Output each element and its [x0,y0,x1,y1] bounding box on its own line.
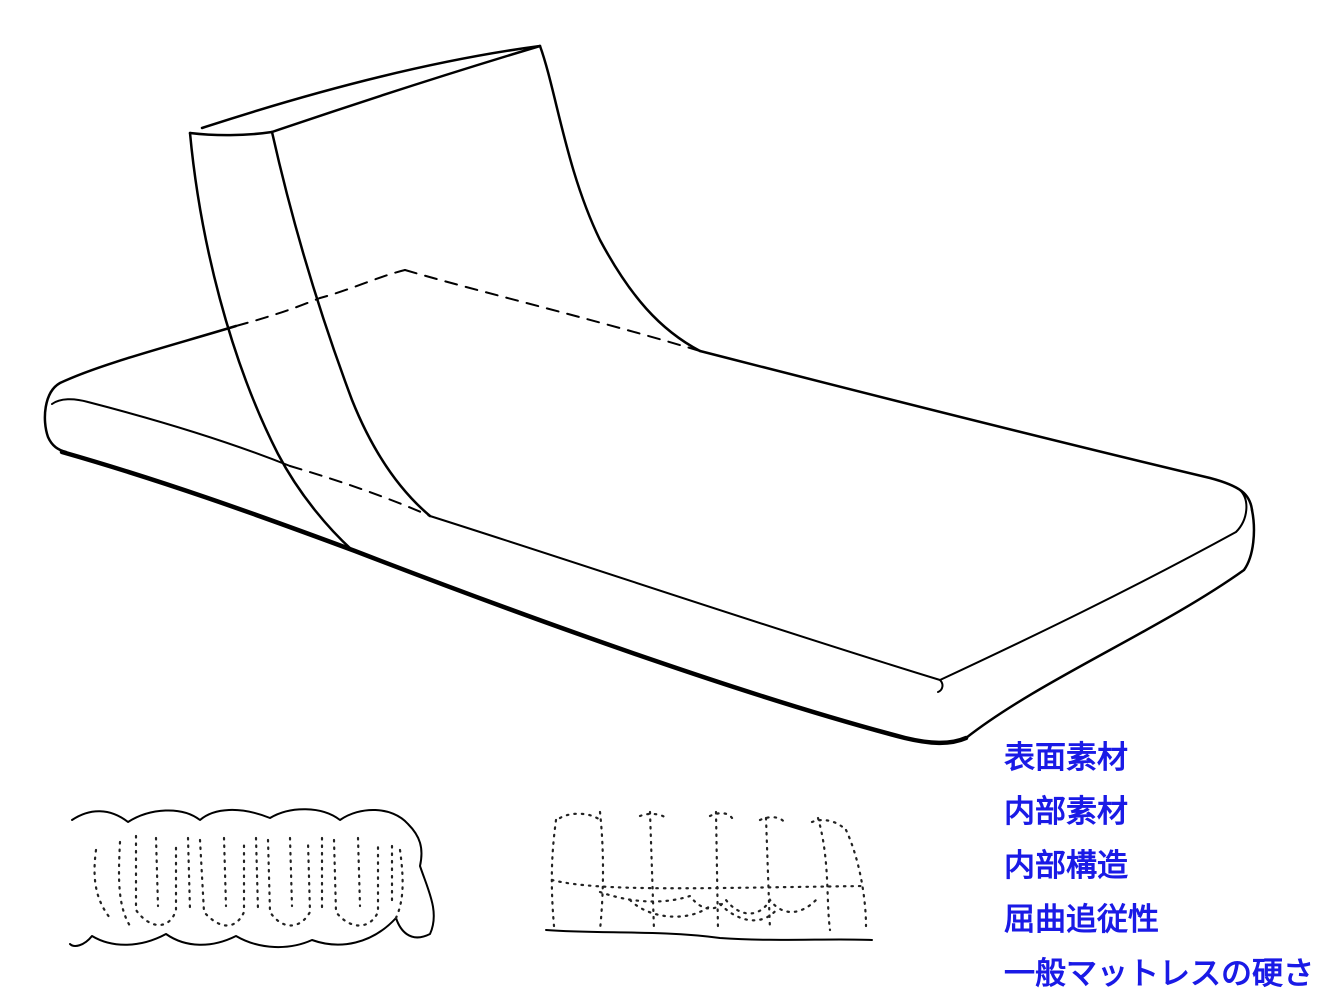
label-bending-conformity: 屈曲追従性 [1004,902,1159,938]
cross-section-block [545,810,873,941]
feature-label-list: 表面素材 内部素材 内部構造 屈曲追従性 一般マットレスの硬さ [1004,736,1334,1006]
cross-section-folded [69,808,435,948]
label-internal-material: 内部素材 [1004,794,1128,830]
mattress-backrest [188,44,702,552]
label-internal-structure: 内部構造 [1004,848,1128,884]
hidden-edges [235,269,701,517]
label-surface-material: 表面素材 [1004,740,1128,776]
label-general-mattress-firmness: 一般マットレスの硬さ [1004,956,1314,992]
mattress-base [43,324,1256,746]
